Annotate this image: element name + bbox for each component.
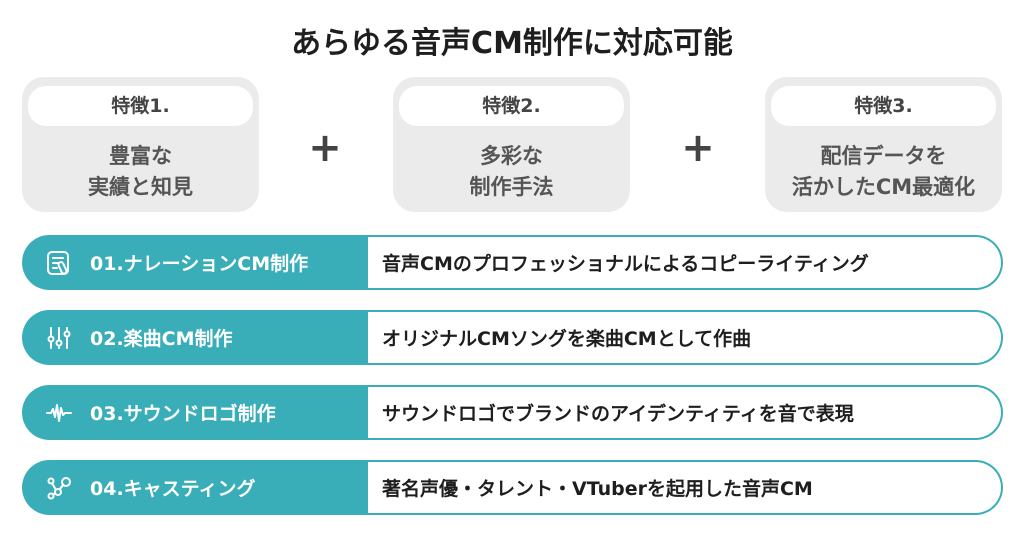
service-row-narration: 01.ナレーションCM制作 音声CMのプロフェッショナルによるコピーライティング — [22, 235, 1003, 290]
feature-label: 特徴2. — [399, 86, 624, 126]
waveform-icon — [46, 403, 72, 422]
network-icon — [47, 476, 71, 499]
feature-label: 特徴3. — [771, 86, 996, 126]
service-row-casting: 04.キャスティング 著名声優・タレント・VTuberを起用した音声CM — [22, 460, 1003, 515]
service-row-music: 02.楽曲CM制作 オリジナルCMソングを楽曲CMとして作曲 — [22, 310, 1003, 365]
feature-card-1: 特徴1. 豊富な実績と知見 — [22, 77, 259, 212]
service-desc: 著名声優・タレント・VTuberを起用した音声CM — [382, 478, 813, 500]
service-desc: サウンドロゴでブランドのアイデンティティを音で表現 — [382, 403, 854, 425]
feature-desc-line: 豊富な — [109, 144, 172, 168]
feature-card-2: 特徴2. 多彩な制作手法 — [393, 77, 630, 212]
service-row-sound-logo: 03.サウンドロゴ制作 サウンドロゴでブランドのアイデンティティを音で表現 — [22, 385, 1003, 440]
feature-label: 特徴1. — [28, 86, 253, 126]
service-name: 04.キャスティング — [90, 478, 256, 500]
service-name: 03.サウンドロゴ制作 — [90, 403, 276, 425]
feature-desc-line: 配信データを — [820, 144, 947, 168]
service-name: 01.ナレーションCM制作 — [90, 253, 309, 275]
plus-icon: + — [308, 125, 342, 171]
sliders-icon — [47, 326, 71, 349]
service-desc: 音声CMのプロフェッショナルによるコピーライティング — [382, 253, 869, 275]
feature-card-3: 特徴3. 配信データを活かしたCM最適化 — [765, 77, 1002, 212]
page-title: あらゆる音声CM制作に対応可能 — [291, 26, 733, 61]
service-desc: オリジナルCMソングを楽曲CMとして作曲 — [382, 328, 752, 350]
feature-desc-line: 制作手法 — [469, 175, 554, 199]
document-pen-icon — [47, 250, 69, 275]
feature-desc-line: 多彩な — [480, 144, 543, 168]
plus-icon: + — [681, 125, 715, 171]
feature-desc-line: 活かしたCM最適化 — [791, 175, 976, 199]
feature-desc-line: 実績と知見 — [88, 175, 193, 199]
service-name: 02.楽曲CM制作 — [90, 328, 233, 350]
